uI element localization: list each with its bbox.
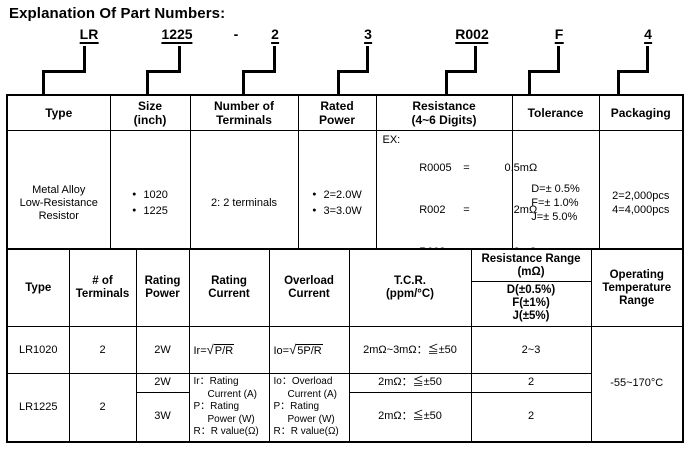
- list-item: Io：Overload: [273, 376, 333, 387]
- list-item: 1225: [132, 203, 167, 219]
- callout-size-label: 1225: [161, 26, 193, 44]
- cell-rating-current-formula: Ir=√P/R: [188, 326, 270, 374]
- page-title-part-numbers: Explanation Of Part Numbers:: [9, 5, 226, 22]
- header-tolerance: Tolerance: [511, 94, 600, 131]
- list-item: Ir：Rating: [193, 376, 239, 387]
- list-item: 2=2,000pcs: [612, 190, 670, 202]
- list-item: R002=2mΩ: [419, 204, 538, 216]
- list-item: F=± 1.0%: [531, 197, 579, 209]
- list-item: Power (W): [207, 413, 255, 425]
- cell-overload-current-formula: Io=√5P/R: [268, 326, 350, 374]
- overload-current-formula: Io=√5P/R: [273, 341, 323, 357]
- header-resistance-range: Resistance Range (mΩ) D(±0.5%) F(±1%) J(…: [470, 248, 592, 327]
- size-option-list: 1020 1225: [132, 187, 167, 219]
- header-operating-temperature-range: Operating Temperature Range: [590, 248, 684, 327]
- cell-tcr: 2mΩ~3mΩ：≦±50: [348, 326, 472, 374]
- cell-resistance-range: 2: [470, 373, 592, 393]
- header-packaging: Packaging: [598, 94, 684, 131]
- callout-tolerance-label: F: [554, 26, 564, 44]
- cell-rating-power: 3W: [135, 391, 190, 442]
- list-item: J=± 5.0%: [531, 211, 578, 223]
- list-item: 4=4,000pcs: [612, 204, 670, 216]
- square-root-icon: √5P/R: [289, 341, 323, 357]
- cell-resistance-range: 2~3: [470, 326, 592, 374]
- tolerance-option-list: D=± 0.5% F=± 1.0% J=± 5.0%: [531, 182, 580, 224]
- table-header-row: Type # of Terminals Rating Power Rating …: [6, 248, 684, 327]
- cell-operating-temperature-range: -55~170°C: [590, 326, 684, 442]
- header-type: Type: [6, 248, 70, 327]
- part-number-callout-diagram: LR 1225 - 2 3: [0, 26, 689, 94]
- list-item: P：Rating: [193, 401, 240, 412]
- table-row: LR1020 2 2W Ir=√P/R Io=√5P/R 2mΩ~3mΩ：≦±5…: [6, 326, 684, 442]
- cell-terminals: 2: [68, 373, 137, 442]
- product-specifications-table: Type # of Terminals Rating Power Rating …: [6, 248, 684, 443]
- header-resistance-range-tolerances: D(±0.5%) F(±1%) J(±5%): [506, 284, 556, 322]
- header-number-of-terminals: # of Terminals: [68, 248, 137, 327]
- list-item: R0005=0.5mΩ: [419, 162, 538, 174]
- callout-separator-dash: -: [233, 26, 239, 42]
- header-overload-current: Overload Current: [268, 248, 350, 327]
- cell-rating-power: 2W: [135, 373, 190, 393]
- table-header-row: Type Size (inch) Number of Terminals Rat…: [6, 94, 684, 131]
- list-item: D=± 0.5%: [531, 183, 580, 195]
- list-item: Current (A): [287, 388, 337, 400]
- header-tcr: T.C.R. (ppm/°C): [348, 248, 472, 327]
- cell-type: LR1225: [6, 373, 70, 442]
- list-item: R：R value(Ω): [193, 426, 259, 437]
- list-item: P：Rating: [273, 401, 320, 412]
- list-item: 3=3.0W: [312, 203, 362, 219]
- cell-resistance-range: 2: [470, 391, 592, 442]
- callout-type-label: LR: [79, 26, 99, 44]
- cell-tcr: 2mΩ：≦±50: [348, 391, 472, 442]
- list-item: Current (A): [207, 388, 257, 400]
- header-number-of-terminals: Number of Terminals: [189, 94, 299, 131]
- cell-rating-power: 2W: [135, 326, 190, 374]
- header-size: Size (inch): [109, 94, 191, 131]
- header-rated-power: Rated Power: [297, 94, 377, 131]
- header-rating-current: Rating Current: [188, 248, 270, 327]
- resistance-example-label: EX:: [382, 134, 401, 146]
- header-resistance-range-title: Resistance Range (mΩ): [471, 251, 591, 282]
- square-root-icon: √P/R: [206, 341, 235, 357]
- list-item: Power (W): [287, 413, 335, 425]
- cell-type: LR1020: [6, 326, 70, 374]
- header-rating-power: Rating Power: [135, 248, 190, 327]
- list-item: R：R value(Ω): [273, 426, 339, 437]
- list-item: 1020: [132, 187, 167, 203]
- callout-resistance-label: R002: [455, 26, 489, 44]
- callout-packaging-label: 4: [644, 26, 652, 44]
- cell-tcr: 2mΩ：≦±50: [348, 373, 472, 393]
- rating-current-formula: Ir=√P/R: [193, 341, 235, 357]
- callout-terminals-label: 2: [271, 26, 279, 44]
- packaging-option-list: 2=2,000pcs 4=4,000pcs: [612, 189, 669, 217]
- callout-rated-power-label: 3: [364, 26, 372, 44]
- cell-terminals: 2: [68, 326, 137, 374]
- rated-power-option-list: 2=2.0W 3=3.0W: [312, 187, 362, 219]
- header-resistance: Resistance (4~6 Digits): [375, 94, 513, 131]
- header-type: Type: [6, 94, 111, 131]
- table-row: 3W 2mΩ：≦±50 2: [7, 391, 683, 442]
- list-item: 2=2.0W: [312, 187, 362, 203]
